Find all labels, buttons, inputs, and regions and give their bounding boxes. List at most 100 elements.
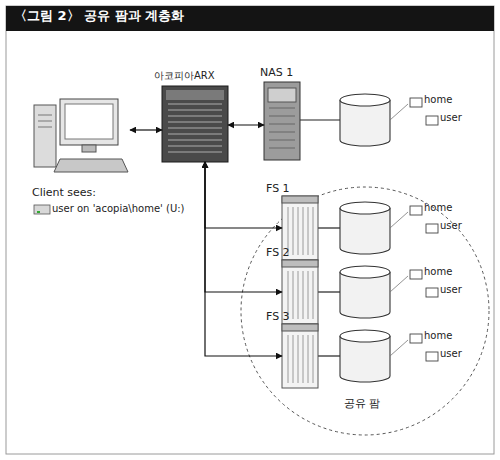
folder-icon	[410, 270, 422, 279]
folder-label: home	[424, 202, 452, 214]
disk-symbol	[340, 208, 390, 254]
server-tower	[313, 335, 314, 383]
folder-label: home	[424, 266, 452, 278]
server-node: FS 3	[282, 324, 318, 388]
switch-device	[168, 115, 222, 117]
server-tower	[269, 108, 295, 109]
folder-icon	[410, 206, 422, 215]
node-shape	[162, 86, 228, 162]
folder-icon	[426, 288, 438, 297]
leader-line	[390, 212, 408, 228]
figure-frame	[6, 6, 494, 454]
computer-keyboard	[54, 159, 128, 172]
leader-line	[390, 276, 408, 292]
computer-monitor	[60, 99, 118, 145]
node-label: user on 'acopia\home' (U:)	[52, 203, 185, 215]
node-label: 공유 팜	[344, 398, 381, 411]
folder-icon	[410, 98, 422, 107]
server-tower	[288, 335, 289, 383]
server-tower	[264, 82, 300, 160]
server-tower	[293, 335, 294, 383]
server-node: NAS 1	[264, 82, 300, 160]
computer-tower	[34, 105, 56, 167]
switch-device	[168, 127, 222, 129]
group-boundary	[241, 187, 489, 435]
disk-wire	[318, 291, 340, 292]
server-tower	[298, 335, 299, 383]
node-label: FS 1	[266, 183, 290, 196]
drive-icon	[34, 205, 50, 214]
server-tower	[308, 335, 309, 383]
drive-icon	[34, 205, 50, 214]
folder-icon	[410, 334, 422, 343]
computer-screen	[65, 104, 113, 139]
server-tower	[303, 271, 304, 319]
disk-symbol	[340, 266, 390, 278]
connector-arrow	[205, 162, 282, 292]
switch-device	[166, 90, 224, 100]
server-tower	[293, 207, 294, 255]
folder-icon	[426, 224, 438, 233]
server-tower	[282, 324, 318, 388]
disk-symbol	[340, 330, 390, 382]
folder-icon	[426, 352, 438, 361]
disk-symbol	[340, 202, 390, 214]
node-shape	[282, 324, 318, 388]
server-tower	[298, 271, 299, 319]
node-label: 아코피아ARX	[154, 70, 215, 82]
client-node: Client sees:user on 'acopia\home' (U:)	[30, 95, 130, 177]
server-tower	[282, 196, 318, 203]
server-tower	[269, 132, 295, 133]
disk-symbol	[340, 100, 390, 146]
folder-label: user	[440, 112, 462, 124]
folder-label: user	[440, 220, 462, 232]
leader-line	[390, 104, 408, 120]
server-tower	[298, 207, 299, 255]
node-label: FS 3	[266, 311, 290, 324]
folder-label: user	[440, 284, 462, 296]
server-tower	[313, 271, 314, 319]
title-band	[6, 6, 494, 31]
switch-device	[168, 145, 222, 147]
server-tower	[303, 207, 304, 255]
node-label: NAS 1	[260, 67, 293, 80]
disk-symbol	[340, 330, 390, 342]
server-tower	[313, 207, 314, 255]
switch-device	[162, 86, 228, 162]
connector-arrow	[205, 162, 282, 356]
switch-device	[168, 109, 222, 111]
disk-symbol	[340, 94, 390, 106]
node-shape	[30, 95, 130, 177]
disk-wire	[300, 119, 340, 120]
folder-label: home	[424, 94, 452, 106]
connector-arrow	[228, 124, 264, 125]
server-tower	[282, 324, 318, 331]
server-tower	[308, 207, 309, 255]
node-label: Client sees:	[32, 187, 96, 200]
server-tower	[269, 148, 295, 149]
folder-label: home	[424, 330, 452, 342]
switch-device	[168, 133, 222, 135]
folder-icon	[426, 116, 438, 125]
disk-wire	[318, 355, 340, 356]
disk-symbol	[340, 272, 390, 318]
connector-arrow	[205, 162, 282, 228]
computer-tower	[38, 121, 52, 122]
server-tower	[268, 88, 296, 102]
leader-line	[390, 340, 408, 356]
disk-wire	[318, 227, 340, 228]
connector-arrow	[130, 129, 162, 130]
switch-node: 아코피아ARX	[162, 86, 228, 162]
computer-monitor	[82, 145, 96, 152]
switch-device	[168, 151, 222, 153]
switch-device	[168, 103, 222, 105]
disk-symbol	[340, 266, 390, 318]
disk-symbol	[340, 202, 390, 254]
disk-symbol	[340, 94, 390, 146]
computer-tower	[38, 127, 52, 128]
figure-title: 〈그림 2〉 공유 팜과 계층화	[14, 9, 184, 24]
server-tower	[293, 271, 294, 319]
